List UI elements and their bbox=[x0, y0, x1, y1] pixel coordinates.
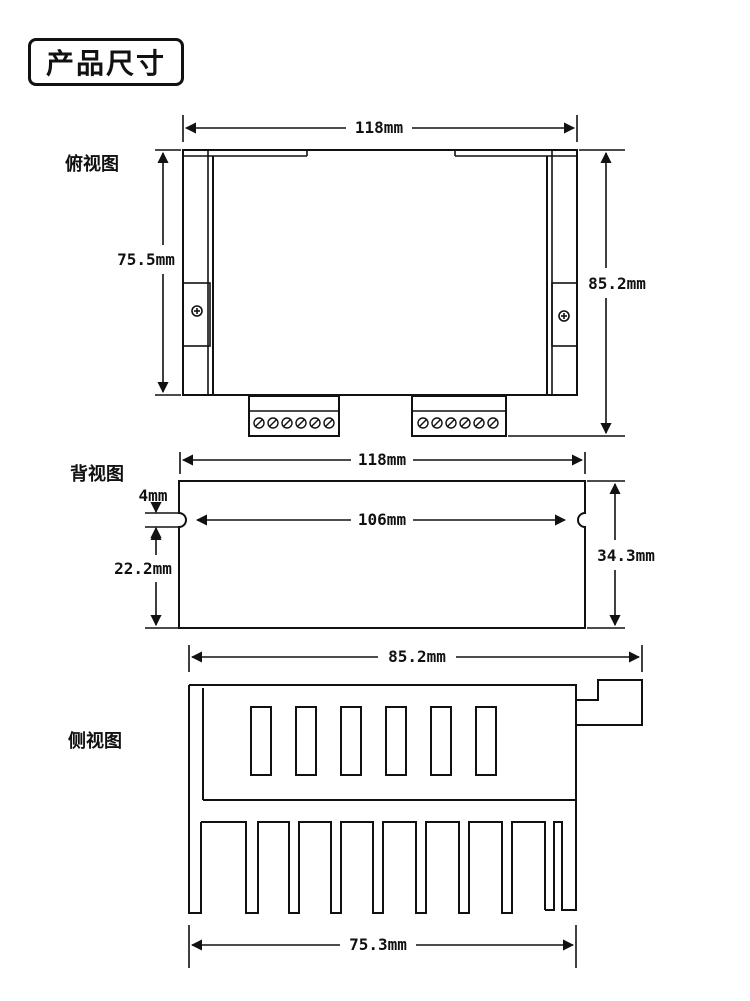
title-box: 产品尺寸 bbox=[28, 38, 184, 86]
top-total-height-label: 85.2mm bbox=[588, 274, 646, 293]
heatsink-fins bbox=[201, 821, 546, 914]
back-slot-offset-label: 4mm bbox=[139, 486, 168, 505]
top-view bbox=[155, 115, 625, 437]
top-width-label: 118mm bbox=[355, 118, 404, 137]
fin-profile bbox=[201, 821, 546, 914]
top-left-lug bbox=[182, 282, 211, 347]
back-body-outline bbox=[178, 480, 586, 629]
side-window-5 bbox=[430, 706, 452, 776]
top-right-lug bbox=[551, 282, 578, 347]
top-inner-height-label: 75.5mm bbox=[117, 250, 175, 269]
back-slot-spacing-label: 106mm bbox=[358, 510, 407, 529]
back-view-label: 背视图 bbox=[70, 464, 124, 485]
side-window-6 bbox=[475, 706, 497, 776]
side-connector-tab bbox=[576, 679, 643, 726]
side-window-1 bbox=[250, 706, 272, 776]
side-bottom-dimension bbox=[188, 925, 577, 968]
terminal-block-2 bbox=[411, 395, 507, 437]
side-view-label: 侧视图 bbox=[68, 731, 122, 752]
top-left-screw-icon bbox=[191, 305, 203, 317]
top-right-screw-icon bbox=[558, 310, 570, 322]
side-view bbox=[188, 645, 643, 914]
side-window-2 bbox=[295, 706, 317, 776]
top-body-outline bbox=[182, 149, 578, 396]
side-window-4 bbox=[385, 706, 407, 776]
side-window-3 bbox=[340, 706, 362, 776]
back-lower-height-label: 22.2mm bbox=[114, 559, 172, 578]
back-total-height-label: 34.3mm bbox=[597, 546, 655, 565]
back-width-label: 118mm bbox=[358, 450, 407, 469]
terminal-screws bbox=[253, 417, 499, 429]
terminal-block-1 bbox=[248, 395, 340, 437]
side-frame-top bbox=[189, 684, 577, 911]
top-view-label: 俯视图 bbox=[65, 154, 119, 175]
side-top-width-label: 85.2mm bbox=[388, 647, 446, 666]
page-title: 产品尺寸 bbox=[45, 47, 166, 80]
top-left-rail bbox=[182, 149, 209, 396]
side-frame-left bbox=[188, 685, 202, 914]
top-right-rail bbox=[551, 149, 578, 396]
side-bottom-width-label: 75.3mm bbox=[349, 935, 407, 954]
side-windows bbox=[250, 706, 497, 776]
back-view bbox=[145, 452, 625, 629]
